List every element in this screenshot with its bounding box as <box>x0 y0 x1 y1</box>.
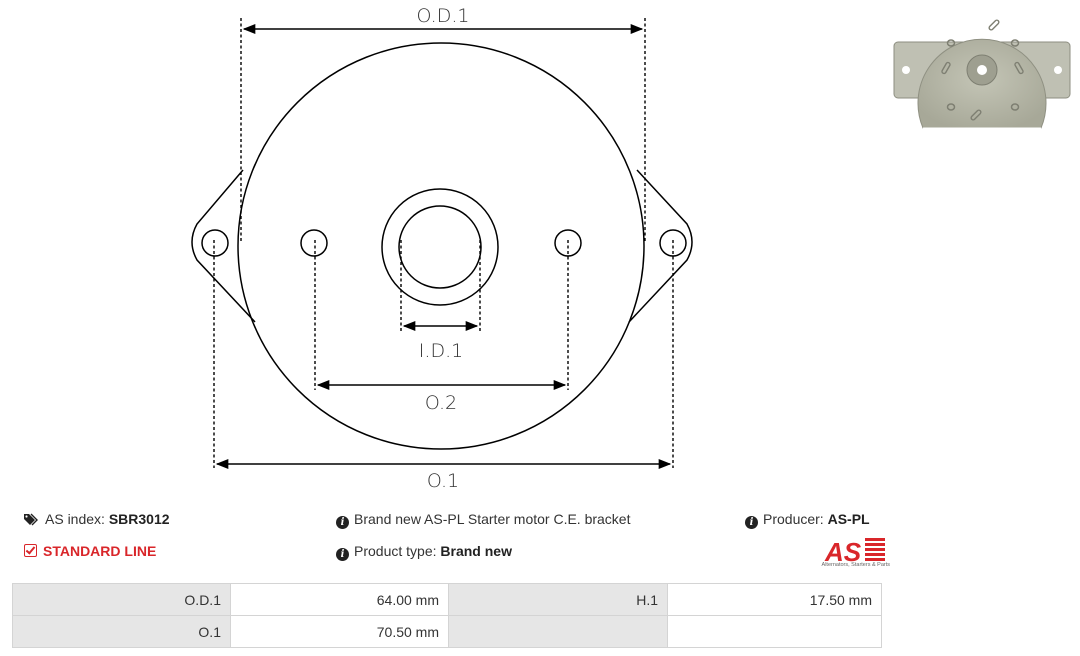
right-flange-ear <box>628 169 693 323</box>
spec-label: O.1 <box>12 615 231 648</box>
hub-inner-circle <box>398 205 482 289</box>
spec-value: 17.50 mm <box>667 583 882 616</box>
spec-label: H.1 <box>448 583 668 616</box>
spec-table: O.D.1 64.00 mm H.1 17.50 mm O.1 70.50 mm <box>12 583 882 648</box>
tags-icon <box>24 512 40 527</box>
producer-label: Producer: <box>763 511 824 527</box>
producer-value: AS-PL <box>827 511 870 527</box>
standard-line-label: STANDARD LINE <box>43 543 157 559</box>
checked-box-icon <box>24 544 37 557</box>
product-type-value: Brand new <box>440 543 512 559</box>
table-row: O.D.1 64.00 mm H.1 17.50 mm <box>12 583 882 616</box>
as-index: AS index: SBR3012 <box>24 511 170 527</box>
od1-label: O.D.1 <box>417 5 470 27</box>
info-icon: i <box>336 516 349 529</box>
product-photo[interactable] <box>891 10 1073 130</box>
hub-outer-circle <box>381 188 499 306</box>
spec-value: 64.00 mm <box>230 583 449 616</box>
left-flange-ear <box>191 169 256 323</box>
spec-label: O.D.1 <box>12 583 231 616</box>
id1-label: I.D.1 <box>419 340 463 362</box>
info-icon: i <box>336 548 349 561</box>
right-inner-hole <box>554 229 582 257</box>
product-type-label: Product type: <box>354 543 437 559</box>
left-ear-hole <box>201 229 229 257</box>
info-icon: i <box>745 516 758 529</box>
spec-label <box>448 615 668 648</box>
standard-line-badge: STANDARD LINE <box>24 543 156 559</box>
spec-value: 70.50 mm <box>230 615 449 648</box>
svg-text:AS: AS <box>824 537 862 567</box>
product-description: i Brand new AS-PL Starter motor C.E. brac… <box>336 511 631 529</box>
logo-tagline: Alternators, Starters & Parts <box>821 562 890 568</box>
o2-label: O.2 <box>425 392 457 414</box>
product-type: i Product type: Brand new <box>336 543 512 561</box>
left-inner-hole <box>300 229 328 257</box>
technical-drawing: O.D.1 I.D.1 O.2 O.1 <box>191 5 693 490</box>
table-row: O.1 70.50 mm <box>12 615 882 648</box>
as-index-value: SBR3012 <box>108 511 170 527</box>
spec-value <box>667 615 882 648</box>
description-text: Brand new AS-PL Starter motor C.E. brack… <box>354 511 631 527</box>
right-ear-hole <box>659 229 687 257</box>
as-index-label: AS index: <box>45 511 105 527</box>
bracket-body-circle <box>237 42 645 450</box>
as-pl-logo: AS <box>824 537 885 567</box>
producer: i Producer: AS-PL <box>745 511 870 529</box>
o1-label: O.1 <box>427 470 459 490</box>
